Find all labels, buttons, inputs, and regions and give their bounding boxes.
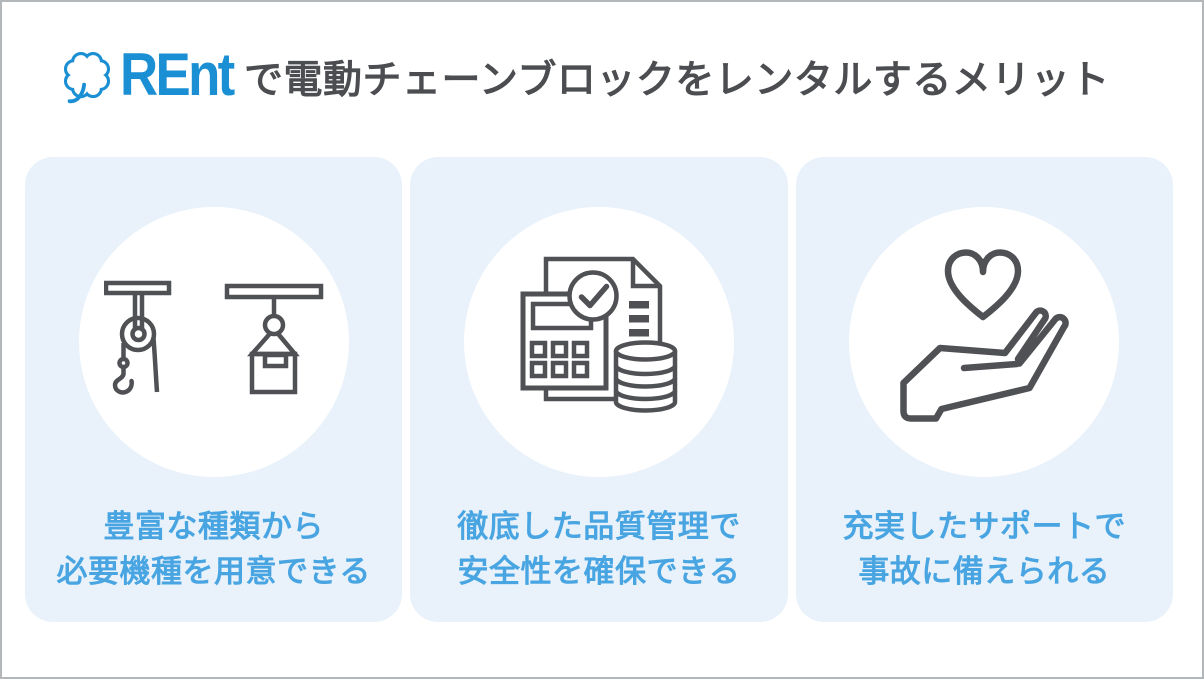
logo-text: REnt: [120, 41, 235, 108]
benefit-text: 充実したサポートで 事故に備えられる: [843, 504, 1127, 594]
benefit-text-line1: 豊富な種類から: [103, 509, 324, 544]
benefit-text-line1: 充実したサポートで: [842, 509, 1127, 544]
benefit-text-line1: 徹底した品質管理で: [457, 509, 741, 544]
icon-circle: [463, 207, 734, 477]
benefit-card-support: 充実したサポートで 事故に備えられる: [795, 157, 1173, 622]
hand-heart-icon: [900, 249, 1070, 422]
page-title: で電動チェーンブロックをレンタルするメリット: [243, 59, 1110, 102]
quality-check-calculator-coins-icon: [520, 256, 678, 413]
benefit-card-variety: 豊富な種類から 必要機種を用意できる: [25, 157, 403, 622]
benefit-text-line2: 事故に備えられる: [858, 554, 1111, 589]
benefit-text-line2: 安全性を確保できる: [457, 554, 741, 589]
icon-circle: [849, 207, 1120, 477]
clover-logo-icon: [63, 52, 111, 104]
benefit-cards: 豊富な種類から 必要機種を用意できる: [25, 157, 1173, 622]
benefit-text: 徹底した品質管理で 安全性を確保できる: [457, 504, 741, 594]
header: REnt で電動チェーンブロックをレンタルするメリット: [58, 44, 1110, 110]
benefit-text: 豊富な種類から 必要機種を用意できる: [56, 504, 370, 594]
hoist-trolley-icon: [103, 280, 323, 395]
icon-circle: [78, 207, 349, 477]
benefit-text-line2: 必要機種を用意できる: [56, 554, 371, 589]
rent-logo: REnt: [58, 41, 235, 108]
benefit-card-quality: 徹底した品質管理で 安全性を確保できる: [410, 157, 788, 622]
